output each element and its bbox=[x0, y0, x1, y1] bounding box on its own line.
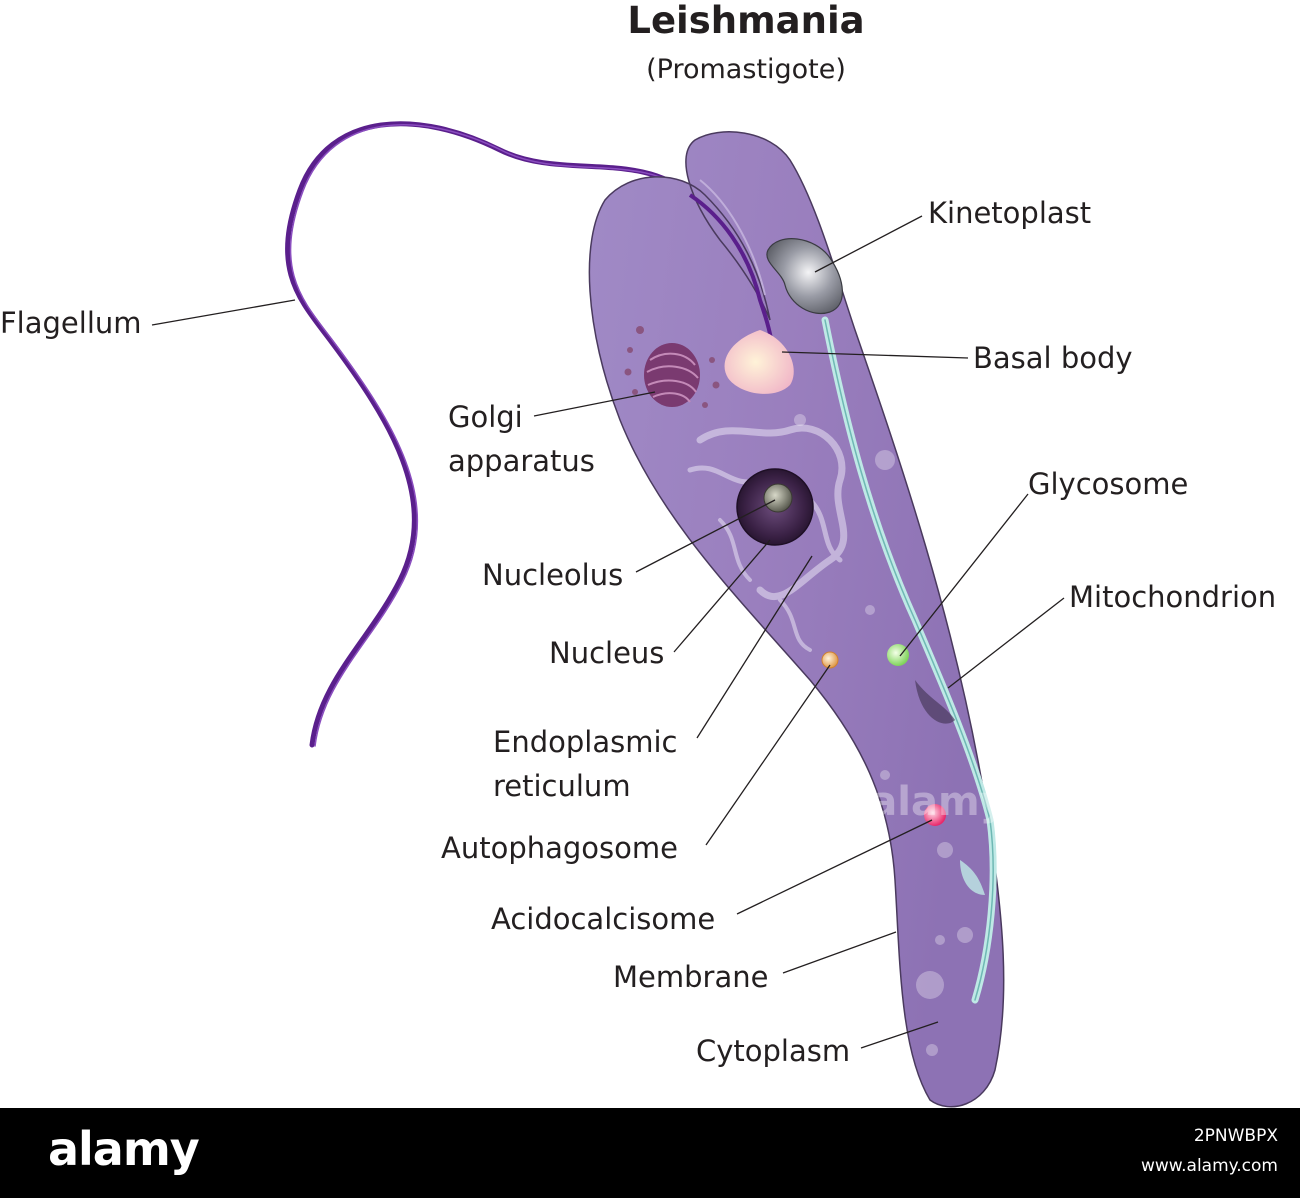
flagellum bbox=[285, 121, 694, 748]
label-golgi-line1: Golgi bbox=[448, 400, 523, 434]
leader-nucleus bbox=[673, 539, 771, 653]
leader-glycosome bbox=[899, 493, 1029, 657]
leader-membrane bbox=[782, 931, 897, 974]
footer-url: www.alamy.com bbox=[1140, 1156, 1278, 1176]
label-nucleolus: Nucleolus bbox=[482, 558, 623, 592]
label-nucleus: Nucleus bbox=[549, 636, 664, 670]
label-cytoplasm: Cytoplasm bbox=[696, 1034, 850, 1068]
leader-flagellum bbox=[151, 299, 296, 326]
image-id: 2PNWBPX bbox=[1193, 1126, 1278, 1146]
label-flagellum: Flagellum bbox=[0, 306, 142, 340]
alamy-logo: alamy bbox=[48, 1122, 200, 1176]
labels: Kinetoplast Flagellum Basal body Golgi a… bbox=[0, 196, 1276, 1068]
leader-cytoplasm bbox=[860, 1021, 939, 1049]
leader-nucleolus bbox=[635, 499, 776, 573]
leader-autophagosome bbox=[705, 664, 831, 846]
label-basal-body: Basal body bbox=[973, 341, 1133, 375]
footer-bar: alamy 2PNWBPX www.alamy.com bbox=[0, 1108, 1300, 1198]
leader-kinetoplast bbox=[814, 215, 923, 273]
diagram-subtitle: (Promastigote) bbox=[646, 54, 846, 85]
label-autophagosome: Autophagosome bbox=[441, 831, 678, 865]
label-kinetoplast: Kinetoplast bbox=[928, 196, 1091, 230]
mitochondrion bbox=[821, 316, 997, 1004]
label-er-line1: Endoplasmic bbox=[493, 725, 677, 759]
watermark-text: alamy bbox=[870, 779, 1005, 825]
nucleolus bbox=[763, 483, 793, 513]
label-mitochondrion: Mitochondrion bbox=[1069, 580, 1276, 614]
kinetoplast bbox=[766, 238, 843, 314]
label-er-line2: reticulum bbox=[493, 769, 631, 803]
label-membrane: Membrane bbox=[613, 960, 768, 994]
diagram-title: Leishmania bbox=[627, 0, 864, 42]
glycosome bbox=[887, 644, 909, 666]
cytoplasm-vesicles bbox=[794, 414, 973, 1056]
leader-er bbox=[696, 555, 813, 739]
basal-body bbox=[724, 330, 794, 394]
label-acidocalcisome: Acidocalcisome bbox=[491, 902, 715, 936]
leader-acidocalcisome bbox=[736, 819, 933, 915]
autophagosome bbox=[821, 651, 839, 669]
golgi-apparatus bbox=[624, 326, 720, 408]
leader-mitochondrion bbox=[947, 597, 1065, 689]
leishmania-diagram: Leishmania (Promastigote) bbox=[0, 0, 1276, 1108]
leader-basal-body bbox=[781, 351, 969, 359]
label-golgi-line2: apparatus bbox=[448, 444, 595, 478]
leader-golgi bbox=[533, 391, 656, 417]
leader-lines bbox=[151, 215, 1065, 1049]
label-glycosome: Glycosome bbox=[1028, 467, 1188, 501]
